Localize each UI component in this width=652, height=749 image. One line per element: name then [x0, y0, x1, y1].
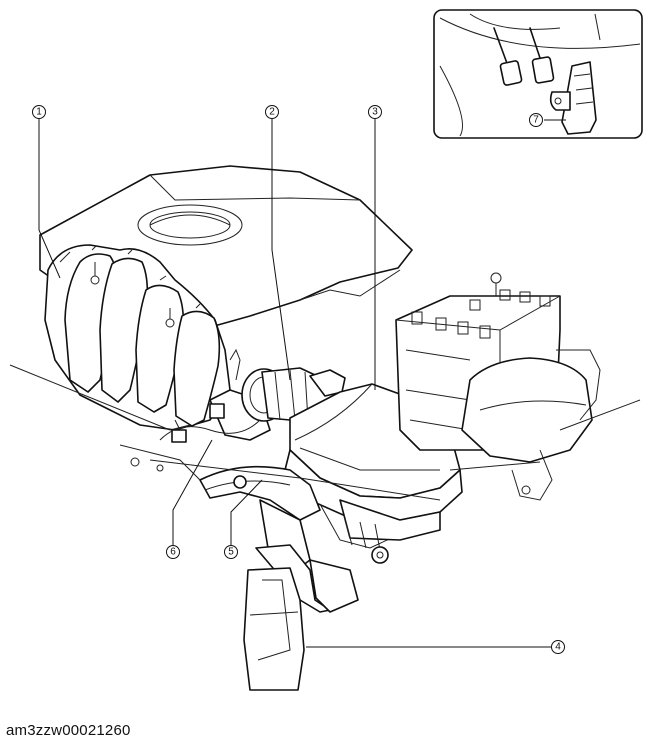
figure-id: am3zzw00021260 [6, 722, 131, 739]
callout-label: 7 [533, 115, 539, 126]
callout-label: 6 [170, 547, 176, 558]
intake-manifold [44, 244, 231, 431]
wiring-lines [9, 364, 541, 501]
callout-label: 4 [555, 642, 561, 653]
callout-1: 1 [32, 105, 46, 119]
callout-label: 1 [36, 107, 42, 118]
callout-3: 3 [368, 105, 382, 119]
callout-6: 6 [166, 545, 180, 559]
callout-leaders [38, 119, 566, 648]
resonance-chamber [243, 544, 359, 691]
callout-4: 4 [551, 640, 565, 654]
battery-area [395, 272, 641, 501]
callout-label: 2 [269, 107, 275, 118]
callout-label: 3 [372, 107, 378, 118]
callout-2: 2 [265, 105, 279, 119]
callout-5: 5 [224, 545, 238, 559]
callout-7: 7 [529, 113, 543, 127]
callout-label: 5 [228, 547, 234, 558]
pedal-inset [433, 9, 643, 139]
